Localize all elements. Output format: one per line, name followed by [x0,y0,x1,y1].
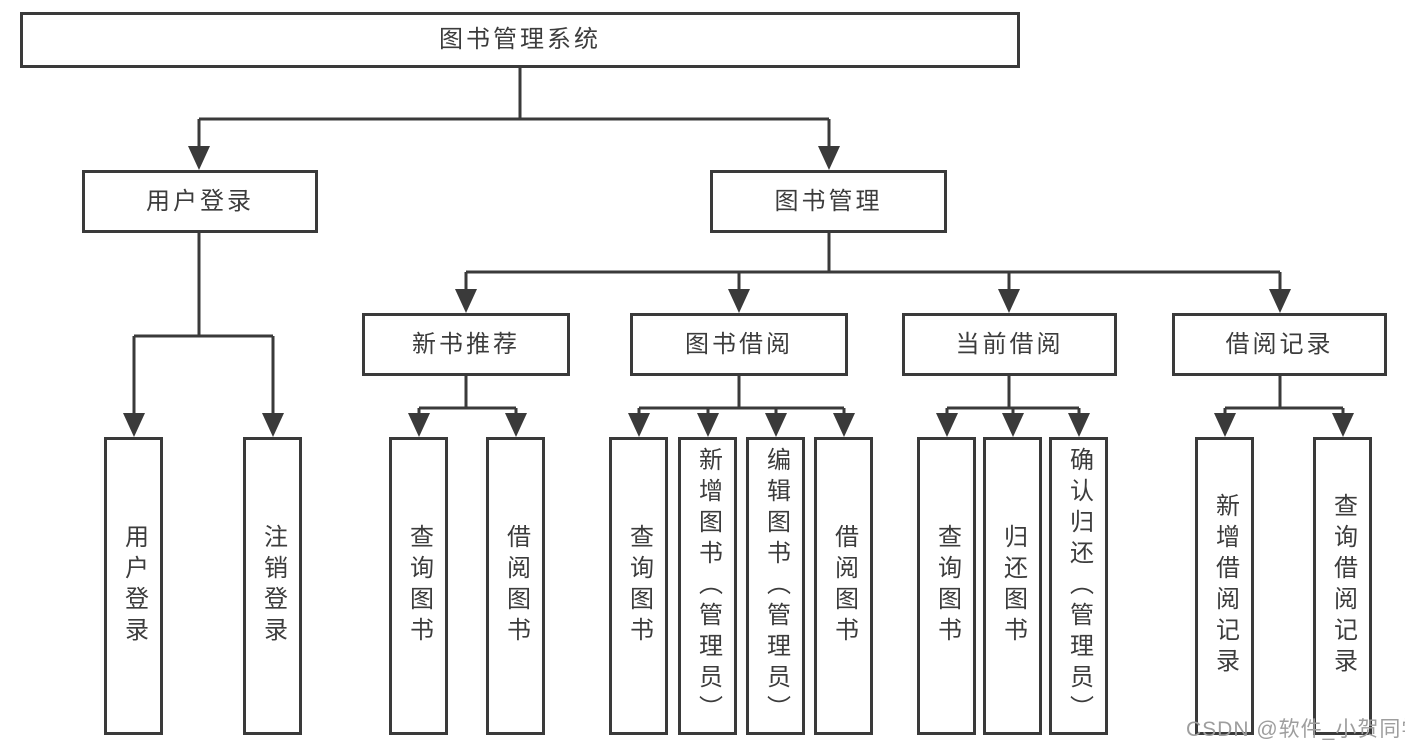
node-label: 用户登录 [146,187,254,215]
leaf-query-books-current: 查询图书 [917,437,976,735]
node-book-management: 图书管理 [710,170,947,233]
leaf-label: 用户登录 [120,524,148,648]
leaf-label: 查询图书 [625,524,653,648]
leaf-label: 查询图书 [405,524,433,648]
leaf-query-borrow-record: 查询借阅记录 [1313,437,1372,735]
leaf-confirm-return-admin: 确认归还（管理员） [1049,437,1108,735]
node-label: 新书推荐 [412,330,520,358]
csdn-watermark: CSDN @软件_小贺同学 [1186,718,1405,741]
node-book-borrow: 图书借阅 [630,313,848,376]
node-label: 借阅记录 [1225,330,1334,358]
leaf-label: 查询借阅记录 [1329,493,1357,679]
leaf-label: 编辑图书（管理员） [762,446,790,726]
node-label: 当前借阅 [955,330,1064,358]
leaf-label: 新增借阅记录 [1211,493,1239,679]
leaf-label: 确认归还（管理员） [1065,446,1093,726]
leaf-label: 查询图书 [933,524,961,648]
node-borrow-records: 借阅记录 [1172,313,1387,376]
leaf-label: 归还图书 [999,524,1027,648]
leaf-label: 新增图书（管理员） [694,446,722,726]
leaf-return-books: 归还图书 [983,437,1042,735]
leaf-borrow-books-recommend: 借阅图书 [486,437,545,735]
node-label: 图书管理系统 [439,26,601,53]
node-new-book-recommend: 新书推荐 [362,313,570,376]
leaf-label: 注销登录 [259,524,287,648]
node-label: 图书借阅 [685,330,793,358]
leaf-label: 借阅图书 [830,524,858,648]
node-root-system: 图书管理系统 [20,12,1020,68]
node-label: 图书管理 [774,187,883,215]
leaf-label: 借阅图书 [502,524,530,648]
leaf-query-books-recommend: 查询图书 [389,437,448,735]
leaf-logout: 注销登录 [243,437,302,735]
leaf-edit-books-admin: 编辑图书（管理员） [746,437,805,735]
leaf-borrow-books: 借阅图书 [814,437,873,735]
node-user-login-group: 用户登录 [82,170,318,233]
node-current-borrow: 当前借阅 [902,313,1117,376]
leaf-add-borrow-record: 新增借阅记录 [1195,437,1254,735]
leaf-user-login: 用户登录 [104,437,163,735]
leaf-query-books-borrow: 查询图书 [609,437,668,735]
leaf-add-books-admin: 新增图书（管理员） [678,437,737,735]
